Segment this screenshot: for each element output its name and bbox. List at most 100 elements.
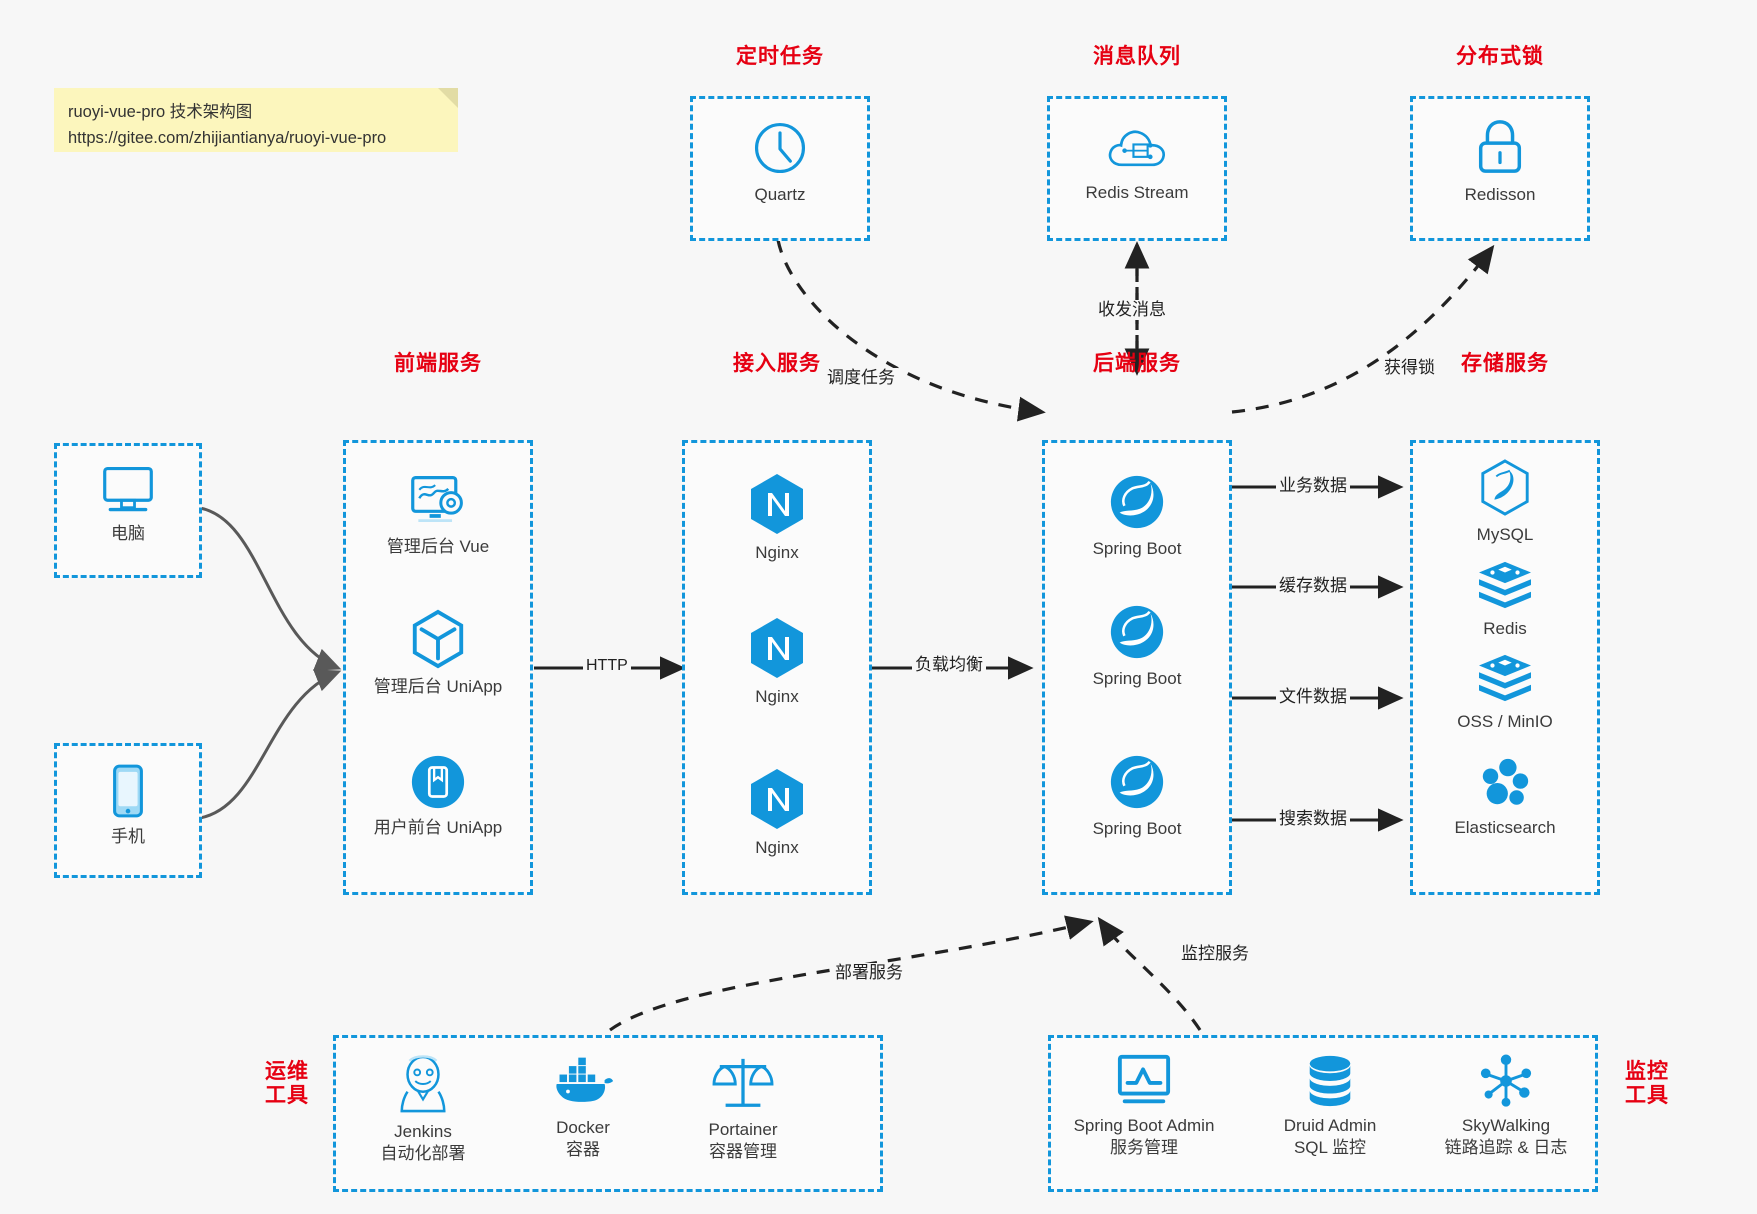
node-label-docker: Docker	[556, 1118, 610, 1137]
edge-label-http: HTTP	[583, 656, 631, 676]
node-label-mysql: MySQL	[1476, 525, 1534, 544]
group-title-storage-service: 存储服务	[1461, 352, 1549, 375]
node-label-jenkins: Jenkins	[394, 1122, 452, 1141]
node-desc-jenkins: 自动化部署	[380, 1144, 466, 1164]
database-icon	[1302, 1053, 1358, 1109]
elasticsearch-icon	[1476, 755, 1534, 811]
group-title-monitor-tools: 监控 工具	[1612, 1060, 1682, 1108]
node-label-nginx-2: Nginx	[755, 687, 799, 706]
uniapp-cube-icon	[408, 608, 468, 670]
node-label-druid-admin: Druid Admin	[1283, 1116, 1377, 1135]
node-desc-druid-admin: SQL 监控	[1293, 1138, 1367, 1158]
node-label-phone: 手机	[111, 827, 145, 846]
node-label-skywalking: SkyWalking	[1461, 1116, 1551, 1135]
group-box-ops-tools	[333, 1035, 883, 1192]
docker-whale-icon	[552, 1055, 614, 1111]
jenkins-butler-icon	[394, 1053, 452, 1115]
node-computer[interactable]: 电脑	[54, 463, 202, 545]
ops-tools-line-1: 运维	[265, 1060, 309, 1083]
ops-tools-line-2: 工具	[265, 1084, 309, 1108]
node-spring-boot-2[interactable]: Spring Boot	[1042, 602, 1232, 690]
edge-label-business-data: 业务数据	[1276, 476, 1350, 497]
mysql-dolphin-icon	[1477, 458, 1533, 518]
spring-boot-icon	[1107, 602, 1167, 662]
node-label-admin-vue: 管理后台 Vue	[386, 537, 490, 556]
group-box-message-queue	[1047, 96, 1227, 241]
spring-boot-icon	[1107, 752, 1167, 812]
group-box-backend-service	[1042, 440, 1232, 895]
node-docker[interactable]: Docker 容器	[503, 1055, 663, 1162]
node-skywalking[interactable]: SkyWalking 链路追踪 & 日志	[1420, 1053, 1592, 1160]
note-fold-corner	[438, 88, 458, 108]
node-nginx-2[interactable]: Nginx	[682, 616, 872, 708]
node-desc-spring-boot-admin: 服务管理	[1110, 1138, 1178, 1158]
redis-stack-icon	[1476, 560, 1534, 612]
node-elasticsearch[interactable]: Elasticsearch	[1410, 755, 1600, 839]
node-desc-skywalking: 链路追踪 & 日志	[1444, 1138, 1568, 1158]
spring-boot-icon	[1107, 472, 1167, 532]
group-title-access-service: 接入服务	[733, 352, 821, 375]
node-nginx-3[interactable]: Nginx	[682, 767, 872, 859]
group-title-frontend-service: 前端服务	[394, 352, 482, 375]
node-redis[interactable]: Redis	[1410, 560, 1600, 640]
node-desc-portainer: 容器管理	[709, 1142, 777, 1162]
mobile-app-icon	[409, 753, 467, 811]
admin-dashboard-icon	[407, 472, 469, 530]
group-box-scheduled-task	[690, 96, 870, 241]
node-label-user-uniapp: 用户前台 UniApp	[373, 818, 503, 837]
node-label-nginx-3: Nginx	[755, 838, 799, 857]
node-oss-minio[interactable]: OSS / MinIO	[1410, 653, 1600, 733]
node-nginx-1[interactable]: Nginx	[682, 472, 872, 564]
node-admin-vue[interactable]: 管理后台 Vue	[343, 472, 533, 558]
edge-label-load-balance: 负载均衡	[912, 655, 986, 676]
group-title-message-queue: 消息队列	[1093, 45, 1181, 68]
node-mysql[interactable]: MySQL	[1410, 458, 1600, 546]
cloud-stream-icon	[1106, 120, 1168, 176]
node-admin-uniapp[interactable]: 管理后台 UniApp	[343, 608, 533, 698]
node-portainer[interactable]: Portainer 容器管理	[663, 1055, 823, 1164]
node-label-redis: Redis	[1483, 619, 1527, 638]
node-label-spring-boot-1: Spring Boot	[1092, 539, 1182, 558]
desktop-computer-icon	[99, 463, 157, 517]
node-label-admin-uniapp: 管理后台 UniApp	[373, 677, 503, 696]
group-title-backend-service: 后端服务	[1093, 352, 1181, 375]
node-redisson[interactable]: Redisson	[1410, 116, 1590, 206]
clock-icon	[750, 118, 810, 178]
node-label-redisson: Redisson	[1464, 185, 1536, 204]
edge-label-schedule-task: 调度任务	[824, 368, 898, 389]
node-phone[interactable]: 手机	[54, 762, 202, 848]
node-druid-admin[interactable]: Druid Admin SQL 监控	[1250, 1053, 1410, 1160]
node-label-nginx-1: Nginx	[755, 543, 799, 562]
node-label-quartz: Quartz	[754, 185, 806, 204]
edge-label-cache-data: 缓存数据	[1276, 576, 1350, 597]
nginx-icon	[748, 472, 806, 536]
nginx-icon	[748, 767, 806, 831]
node-label-elasticsearch: Elasticsearch	[1454, 818, 1556, 837]
group-title-distributed-lock: 分布式锁	[1456, 45, 1544, 68]
group-title-ops-tools: 运维 工具	[252, 1060, 322, 1108]
skywalking-network-icon	[1477, 1053, 1535, 1109]
lock-icon	[1472, 116, 1528, 178]
node-quartz[interactable]: Quartz	[690, 118, 870, 206]
node-desc-docker: 容器	[566, 1140, 600, 1160]
node-user-uniapp[interactable]: 用户前台 UniApp	[343, 753, 533, 839]
node-jenkins[interactable]: Jenkins 自动化部署	[343, 1053, 503, 1166]
node-spring-boot-admin[interactable]: Spring Boot Admin 服务管理	[1048, 1053, 1240, 1160]
monitor-tools-line-1: 监控	[1625, 1060, 1669, 1083]
node-label-spring-boot-admin: Spring Boot Admin	[1073, 1116, 1215, 1135]
edge-label-send-receive-message: 收发消息	[1095, 300, 1169, 321]
node-label-oss-minio: OSS / MinIO	[1457, 712, 1553, 731]
node-spring-boot-1[interactable]: Spring Boot	[1042, 472, 1232, 560]
node-label-computer: 电脑	[111, 524, 145, 543]
edge-label-monitor-service: 监控服务	[1178, 944, 1252, 965]
monitor-chart-icon	[1115, 1053, 1173, 1109]
node-spring-boot-3[interactable]: Spring Boot	[1042, 752, 1232, 840]
group-title-scheduled-task: 定时任务	[736, 45, 824, 68]
node-redis-stream[interactable]: Redis Stream	[1047, 120, 1227, 204]
scales-balance-icon	[712, 1055, 774, 1113]
monitor-tools-line-2: 工具	[1625, 1084, 1669, 1108]
node-label-spring-boot-3: Spring Boot	[1092, 819, 1182, 838]
node-label-spring-boot-2: Spring Boot	[1092, 669, 1182, 688]
edge-label-search-data: 搜索数据	[1276, 809, 1350, 830]
